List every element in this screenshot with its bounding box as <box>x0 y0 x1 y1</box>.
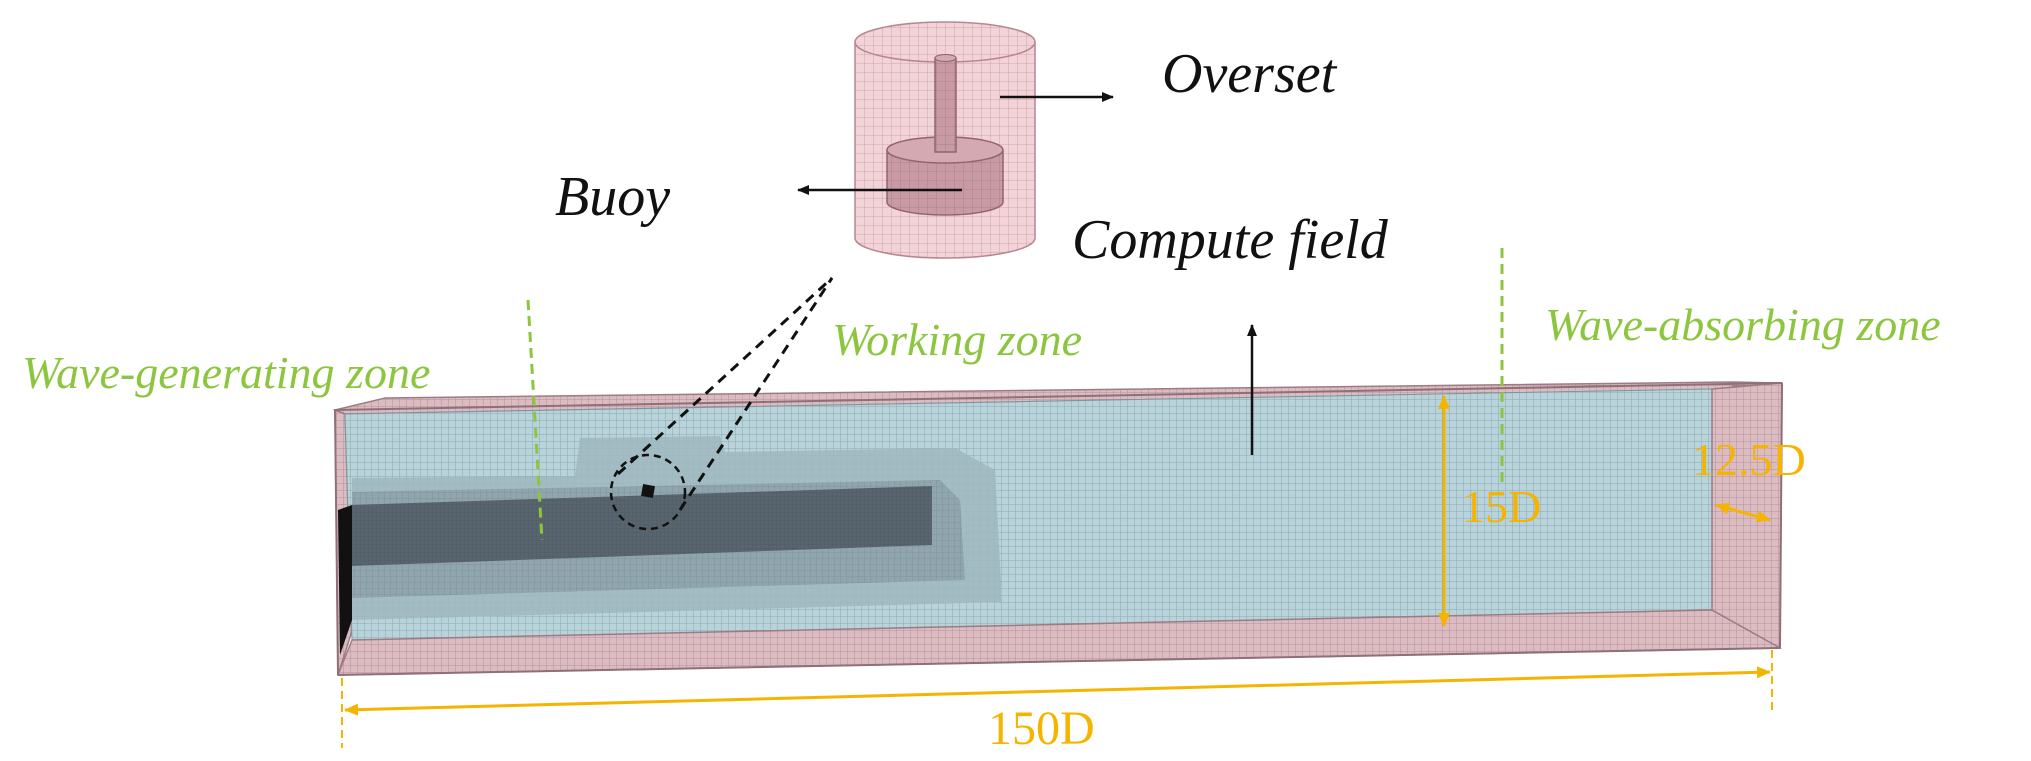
label-buoy: Buoy <box>555 166 670 228</box>
width-dimension-arrow <box>1715 502 1771 523</box>
label-overset: Overset <box>1162 43 1338 105</box>
label-wave-absorbing-zone: Wave-absorbing zone <box>1545 299 1941 350</box>
dimension-label-width: 12.5D <box>1692 434 1806 485</box>
label-working-zone: Working zone <box>832 314 1082 365</box>
buoy-marker <box>641 484 655 498</box>
refined-core-zone <box>352 486 932 566</box>
label-wave-generating-zone: Wave-generating zone <box>22 347 430 398</box>
overset-cylinder-inset <box>854 21 1036 259</box>
buoy-column <box>934 57 957 153</box>
label-compute-field: Compute field <box>1072 209 1389 271</box>
tank-inlet-face <box>338 505 352 655</box>
zoom-line-right <box>678 277 834 511</box>
dimension-label-height: 15D <box>1462 481 1541 532</box>
length-dimension-arrow <box>344 666 1771 716</box>
tank-outlet-wall <box>1711 382 1783 650</box>
numerical-tank <box>332 276 1783 676</box>
wave-generating-divider <box>526 299 544 541</box>
dimension-label-length: 150D <box>988 702 1095 755</box>
buoy-zoom-circle <box>609 453 687 531</box>
zoom-line-left <box>616 276 834 476</box>
buoy-disc <box>886 150 1004 216</box>
